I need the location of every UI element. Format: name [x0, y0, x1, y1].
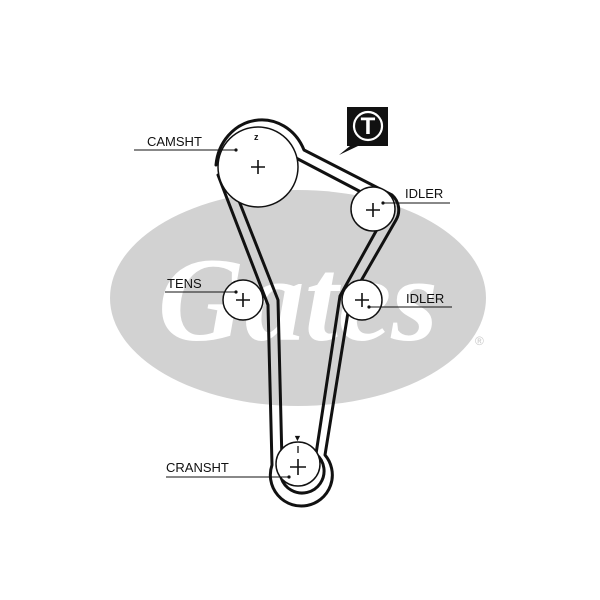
upper-idler-leader-dot — [381, 201, 385, 205]
upper-idler-pulley: IDLER — [350, 186, 450, 232]
camshaft-leader-dot — [234, 148, 238, 152]
upper-idler-center-cross-icon — [366, 203, 380, 217]
registered-mark: ® — [475, 334, 484, 348]
camshaft-label: CAMSHT — [147, 134, 202, 149]
upper-idler-label: IDLER — [405, 186, 443, 201]
crankshaft-timing-mark: ▼ — [293, 433, 302, 443]
lower-idler-leader-dot — [367, 305, 371, 309]
tension-point-callout: T — [339, 107, 388, 155]
watermark-ellipse — [110, 190, 486, 406]
camshaft-pulley: z CAMSHT — [134, 126, 299, 208]
crankshaft-label: CRANSHT — [166, 460, 229, 475]
crankshaft-leader-dot — [287, 475, 291, 479]
tension-letter: T — [361, 113, 376, 140]
crankshaft-pulley: ▼ CRANSHT — [166, 433, 321, 487]
watermark-brand-text: Gates — [158, 233, 438, 366]
camshaft-center-cross-icon — [251, 160, 265, 174]
tensioner-pulley: TENS — [165, 276, 264, 321]
tensioner-leader-dot — [234, 290, 238, 294]
belt-outer-edge — [214, 118, 401, 508]
gates-watermark-logo: Gates ® — [110, 190, 486, 406]
lower-idler-center-cross-icon — [355, 293, 369, 307]
crankshaft-center-cross-icon — [290, 459, 306, 475]
lower-idler-pulley: IDLER — [341, 279, 452, 321]
tensioner-center-cross-icon — [236, 293, 250, 307]
tension-t-icon — [352, 110, 384, 142]
lower-idler-label: IDLER — [406, 291, 444, 306]
camshaft-timing-mark: z — [254, 132, 259, 142]
tensioner-label: TENS — [167, 276, 202, 291]
